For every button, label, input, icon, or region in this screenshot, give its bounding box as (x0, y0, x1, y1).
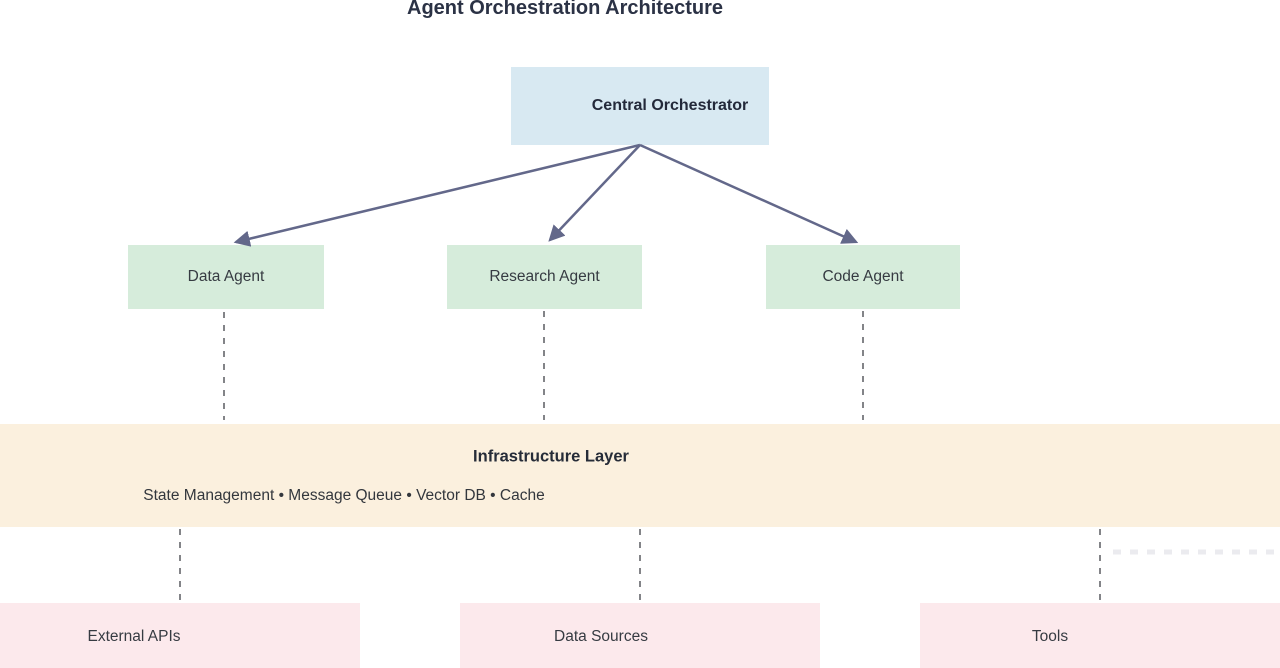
infrastructure-layer-services: State Management • Message Queue • Vecto… (143, 487, 545, 504)
node-research-agent: Research Agent (447, 245, 642, 309)
node-central-orchestrator-label: Central Orchestrator (591, 97, 749, 114)
diagram-title: Agent Orchestration Architecture (407, 0, 723, 19)
node-tools-label: Tools (1031, 628, 1069, 645)
node-research-agent-label: Research Agent (489, 268, 600, 285)
edge-orchestrator-to-data-agent (233, 143, 641, 247)
node-data-agent: Data Agent (128, 245, 324, 309)
node-external-apis: External APIs (0, 603, 360, 668)
node-data-agent-label: Data Agent (187, 268, 265, 285)
infrastructure-layer-band: Infrastructure Layer State Management • … (0, 424, 1280, 527)
edge-orchestrator-to-code-agent (639, 143, 859, 244)
node-code-agent: Code Agent (766, 245, 960, 309)
infrastructure-layer-title: Infrastructure Layer (473, 447, 629, 466)
node-data-sources: Data Sources (460, 603, 820, 668)
node-external-apis-label: External APIs (87, 628, 181, 645)
node-central-orchestrator: Central Orchestrator (511, 67, 769, 145)
node-tools: Tools (920, 603, 1280, 668)
node-data-sources-label: Data Sources (554, 628, 648, 645)
edge-orchestrator-to-research-agent (548, 144, 641, 242)
node-code-agent-label: Code Agent (822, 268, 904, 285)
